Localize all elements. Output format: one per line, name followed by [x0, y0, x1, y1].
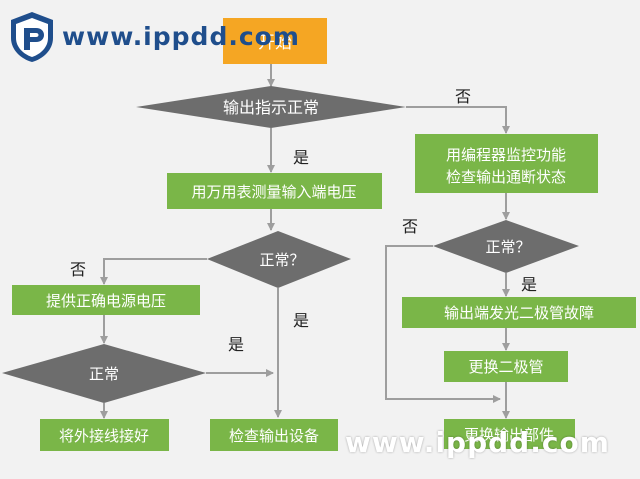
label-no-output: 否	[455, 87, 471, 106]
process-reconnect	[40, 419, 169, 451]
process-programmer-line2: 检查输出通断状态	[446, 168, 566, 186]
decision-output-indicator-label: 输出指示正常	[223, 98, 319, 117]
process-led-fault	[402, 297, 636, 328]
process-programmer-line1: 用编程器监控功能	[446, 146, 566, 164]
watermark-bottom: www.ippdd.com	[345, 426, 610, 459]
start-node	[223, 18, 327, 64]
process-replace-output	[444, 419, 575, 449]
process-replace-diode	[444, 351, 568, 382]
process-led-fault-label: 输出端发光二极管故障	[444, 304, 594, 322]
label-no-normal-q2: 否	[402, 217, 418, 236]
process-replace-output-label: 更换输出部件	[464, 426, 554, 444]
label-yes-normal-q2: 是	[521, 275, 537, 294]
label-yes-normal-2: 是	[228, 335, 244, 354]
process-measure-input	[167, 173, 382, 209]
decision-normal-q1	[207, 231, 351, 288]
edge-output-check-no	[406, 106, 510, 134]
process-provide-voltage-label: 提供正确电源电压	[46, 292, 166, 310]
process-replace-diode-label: 更换二极管	[468, 358, 543, 376]
edge-normal-q1-no	[100, 258, 207, 285]
process-programmer-monitor	[415, 134, 598, 193]
decision-normal-2	[2, 344, 206, 403]
edge-normal-q2-no	[385, 245, 501, 403]
process-check-output-device-label: 检查输出设备	[229, 427, 319, 445]
process-reconnect-label: 将外接线接好	[59, 427, 149, 445]
site-logo-icon	[11, 12, 53, 62]
process-check-output-device	[210, 419, 338, 451]
process-provide-voltage	[12, 285, 200, 315]
process-measure-input-label: 用万用表测量输入端电压	[191, 183, 356, 201]
watermark-top: www.ippdd.com	[62, 22, 300, 51]
label-no-normal-q1: 否	[70, 260, 86, 279]
start-label: 开始	[258, 33, 292, 53]
label-yes-output: 是	[293, 148, 309, 167]
decision-normal-q2	[433, 220, 579, 273]
label-yes-normal-q1: 是	[293, 311, 309, 330]
decision-output-indicator	[136, 86, 406, 128]
decision-normal-2-label: 正常	[89, 365, 119, 383]
decision-normal-q2-label: 正常？	[485, 238, 530, 256]
decision-normal-q1-label: 正常？	[259, 251, 304, 269]
